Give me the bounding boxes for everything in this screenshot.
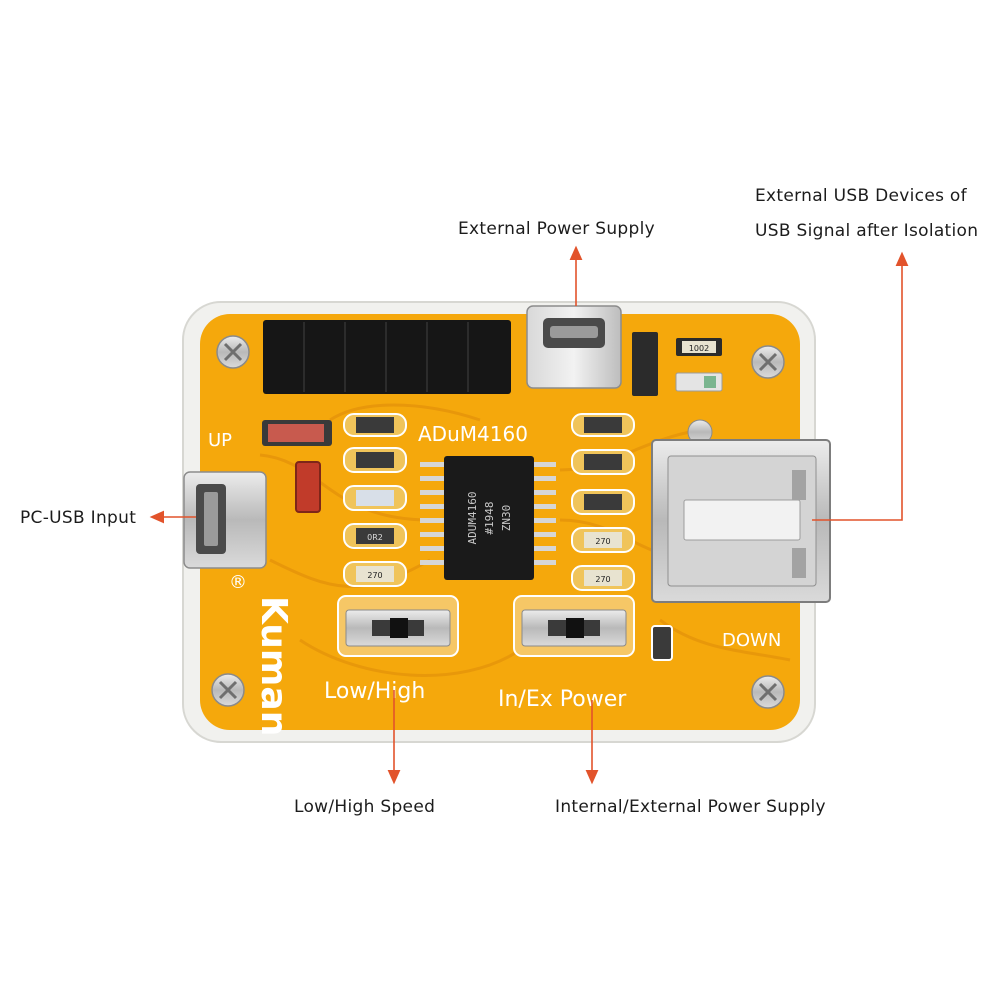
chip-silk-label: ADuM4160 <box>418 422 528 446</box>
chip-pins-right <box>530 462 556 565</box>
chip-marking-line3: ZN30 <box>500 505 513 532</box>
usb-a-output-connector <box>651 419 831 603</box>
resistor-270c-code: 270 <box>595 575 610 584</box>
up-silk-label: UP <box>208 430 232 451</box>
resistor-270b-code: 270 <box>595 537 610 546</box>
power-slide-switch <box>513 595 635 657</box>
arrow-external-usb <box>812 251 909 521</box>
right-resistor-column: 270 270 <box>571 413 635 591</box>
screw-bottom-left <box>211 673 245 707</box>
chip-marking-line1: ADUM4160 <box>466 492 479 545</box>
external-usb-callout-line2: USB Signal after Isolation <box>755 221 979 241</box>
resistor-0r2-code: 0R2 <box>367 533 383 542</box>
brand-silk-logo: Kuman <box>253 596 294 736</box>
red-led <box>295 461 321 513</box>
adum4160-chip: ADUM4160 #1948 ZN30 <box>420 456 556 580</box>
left-resistor-column: 0R2 270 <box>343 413 407 587</box>
diode <box>632 332 658 396</box>
pin-header-slots <box>303 322 469 392</box>
pc-usb-callout: PC-USB Input <box>20 508 137 528</box>
screw-bottom-right <box>751 675 785 709</box>
screw-top-right <box>751 345 785 379</box>
smd-near-down <box>651 625 673 661</box>
chip-pins-left <box>420 462 446 565</box>
low-high-silk-label: Low/High <box>324 679 425 704</box>
resistor-1002: 1002 <box>676 338 722 356</box>
speed-slide-switch <box>337 595 459 657</box>
resistor-1002-code: 1002 <box>689 344 709 353</box>
chip-marking-line2: #1948 <box>483 501 496 534</box>
down-silk-label: DOWN <box>722 630 781 651</box>
screw-top-left <box>216 335 250 369</box>
micro-usb-power-connector <box>526 305 622 389</box>
led <box>675 372 723 392</box>
in-ex-power-silk-label: In/Ex Power <box>498 687 627 712</box>
micro-usb-input-connector <box>183 471 267 569</box>
resistor-270a-code: 270 <box>367 571 382 580</box>
external-usb-callout-line1: External USB Devices of <box>755 186 967 206</box>
low-high-speed-callout: Low/High Speed <box>294 797 436 817</box>
registered-mark: ® <box>229 572 247 593</box>
external-power-callout: External Power Supply <box>458 219 655 239</box>
int-ext-power-callout: Internal/External Power Supply <box>555 797 826 817</box>
red-smd-component <box>262 420 332 446</box>
